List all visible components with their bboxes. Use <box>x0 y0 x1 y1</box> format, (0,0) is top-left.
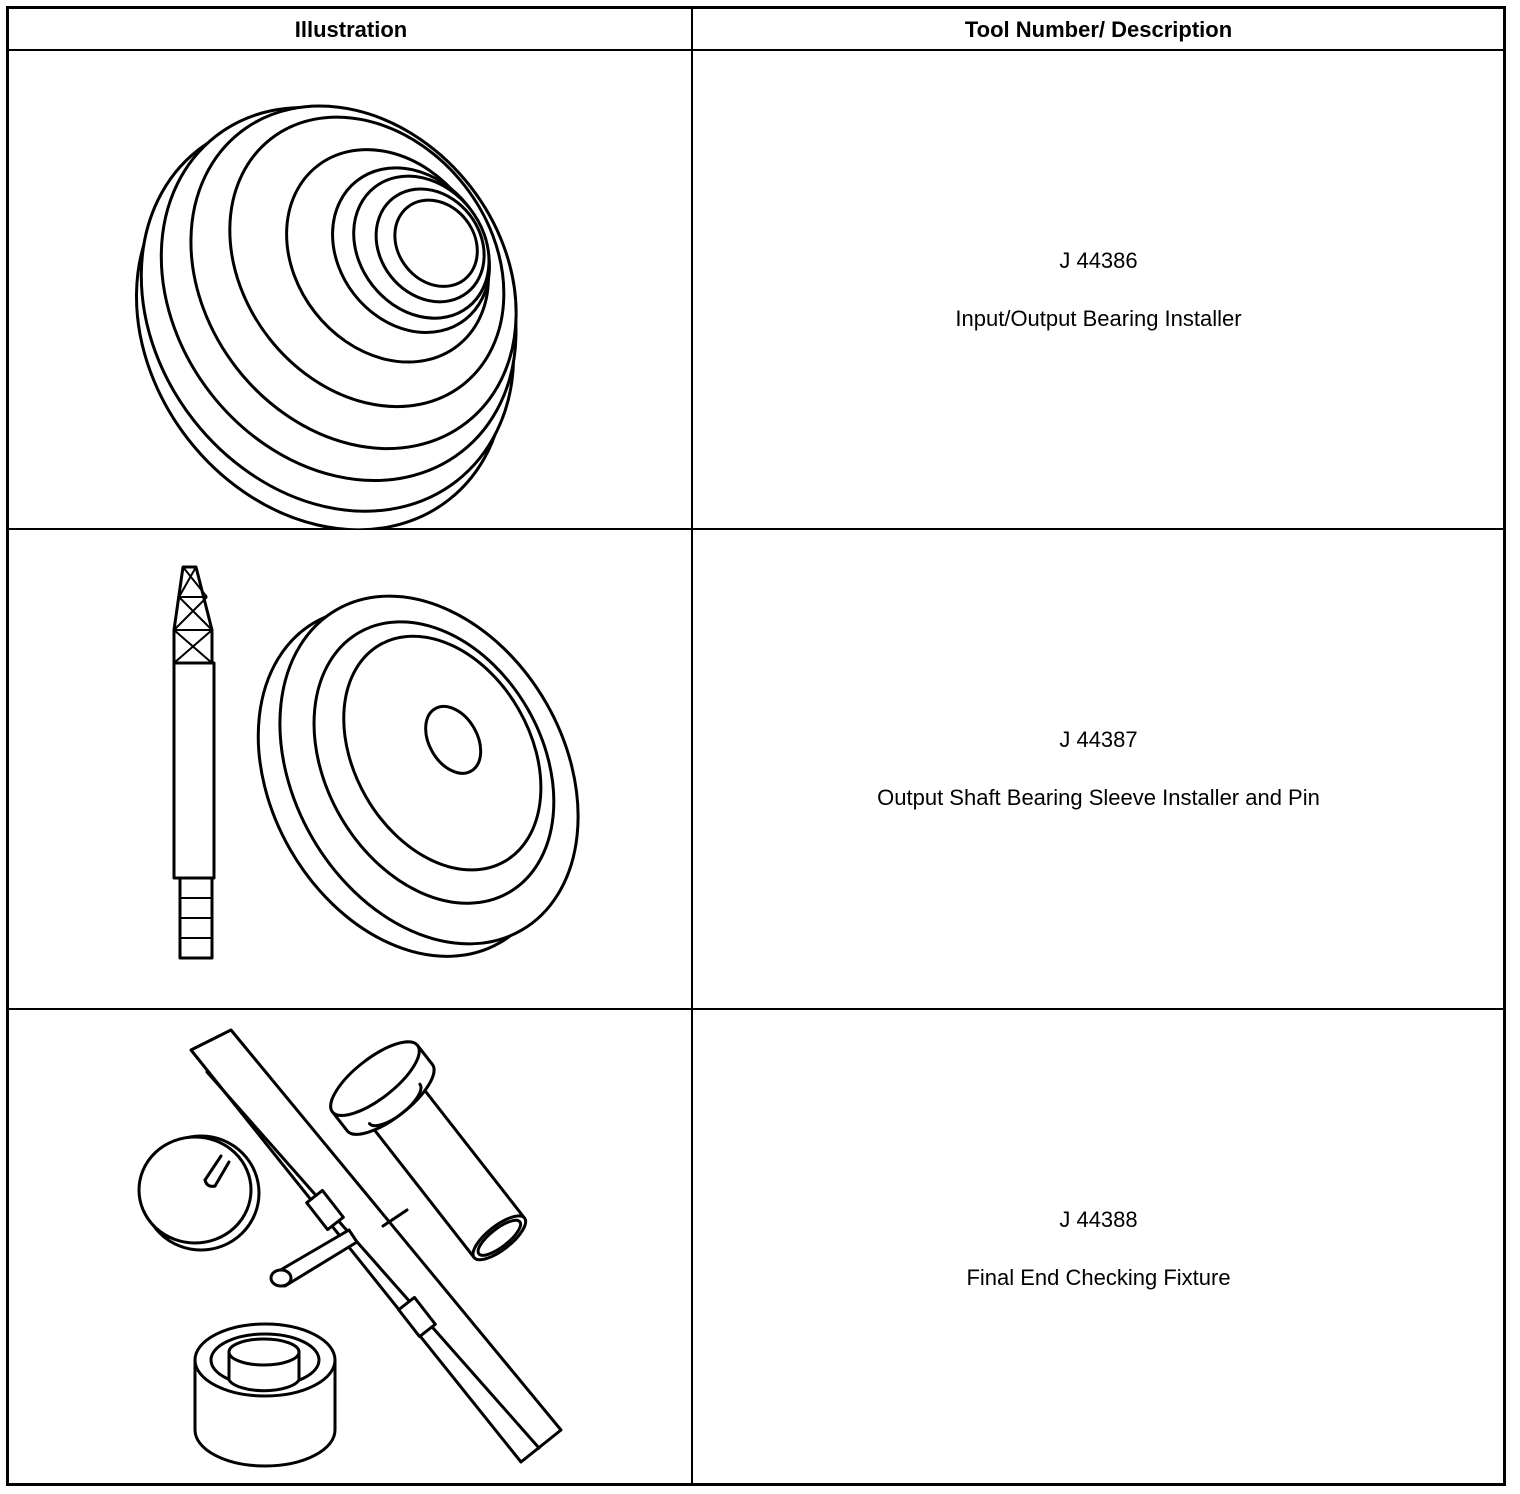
fixture-bar-illustration <box>189 1028 563 1464</box>
row-divider <box>9 1008 1503 1010</box>
tool-number: J 44388 <box>1059 1207 1138 1232</box>
bearing-installer-illustration <box>9 51 691 532</box>
pin-illustration <box>172 565 216 960</box>
disc-gauge-illustration <box>137 1134 261 1252</box>
table-row: J 44386 Input/Output Bearing Installer <box>9 51 1503 532</box>
table-row: J 44387 Output Shaft Bearing Sleeve Inst… <box>9 530 1503 1008</box>
row-divider <box>9 528 1503 530</box>
tool-description-cell: J 44387 Output Shaft Bearing Sleeve Inst… <box>694 530 1503 1008</box>
cup-illustration <box>193 1322 337 1468</box>
header-tool-description: Tool Number/ Description <box>964 17 1233 42</box>
tool-description: Output Shaft Bearing Sleeve Installer an… <box>877 785 1320 810</box>
table-row: J 44388 Final End Checking Fixture <box>9 1010 1503 1488</box>
tool-description-cell: J 44388 Final End Checking Fixture <box>694 1010 1503 1488</box>
column-divider <box>691 9 693 1483</box>
header-divider <box>9 49 1503 51</box>
sleeve-installer-and-pin-illustration <box>9 530 691 1008</box>
plunger-illustration <box>269 1228 359 1288</box>
header-illustration: Illustration <box>294 17 408 42</box>
tools-table: Illustration Tool Number/ Description <box>6 6 1506 1486</box>
tool-number: J 44387 <box>1059 727 1138 752</box>
tool-description: Input/Output Bearing Installer <box>955 306 1242 331</box>
sleeve-installer-illustration <box>256 594 580 958</box>
tool-number: J 44386 <box>1059 248 1138 273</box>
tool-description-cell: J 44386 Input/Output Bearing Installer <box>694 51 1503 529</box>
checking-fixture-illustration <box>9 1010 691 1488</box>
shaft-with-flange-illustration <box>329 1040 528 1262</box>
tool-description: Final End Checking Fixture <box>966 1265 1231 1290</box>
